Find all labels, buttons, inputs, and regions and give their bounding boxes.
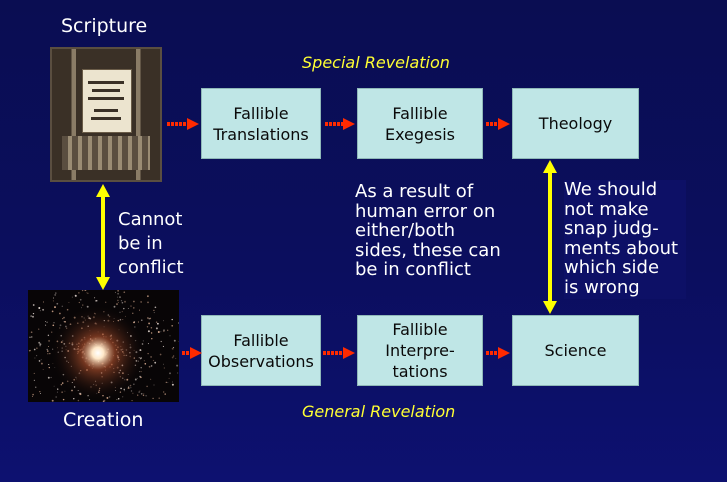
- special-revelation-label: Special Revelation: [302, 53, 450, 72]
- conflict-arrow-left: [94, 183, 112, 291]
- box-theology: Theology: [512, 88, 639, 159]
- general-revelation-label: General Revelation: [302, 402, 455, 421]
- arrow-observations-to-interpretations: [321, 346, 357, 360]
- arrow-scripture-to-translations: [165, 117, 201, 131]
- box-fallible-observations: Fallible Observations: [201, 315, 321, 386]
- box-fallible-translations: Fallible Translations: [201, 88, 321, 159]
- bible-image: [50, 47, 162, 182]
- galaxy-image: [28, 290, 179, 402]
- box-fallible-interpretations: Fallible Interpre- tations: [357, 315, 483, 386]
- arrow-translations-to-exegesis: [323, 117, 357, 131]
- cannot-conflict-text: Cannot be in conflict: [118, 208, 184, 280]
- arrow-interpretations-to-science: [484, 346, 512, 360]
- arrow-creation-to-observations: [180, 346, 204, 360]
- human-error-text: As a result of human error on either/bot…: [355, 182, 501, 280]
- scripture-title: Scripture: [61, 15, 147, 37]
- conflict-arrow-right: [541, 159, 559, 315]
- creation-title: Creation: [63, 409, 143, 431]
- bible-base-ornament: [62, 136, 150, 170]
- box-science: Science: [512, 315, 639, 386]
- bible-title-page: [82, 69, 132, 133]
- box-fallible-exegesis: Fallible Exegesis: [357, 88, 483, 159]
- snap-judgments-text: We should not make snap judg- ments abou…: [564, 180, 686, 299]
- arrow-exegesis-to-theology: [484, 117, 512, 131]
